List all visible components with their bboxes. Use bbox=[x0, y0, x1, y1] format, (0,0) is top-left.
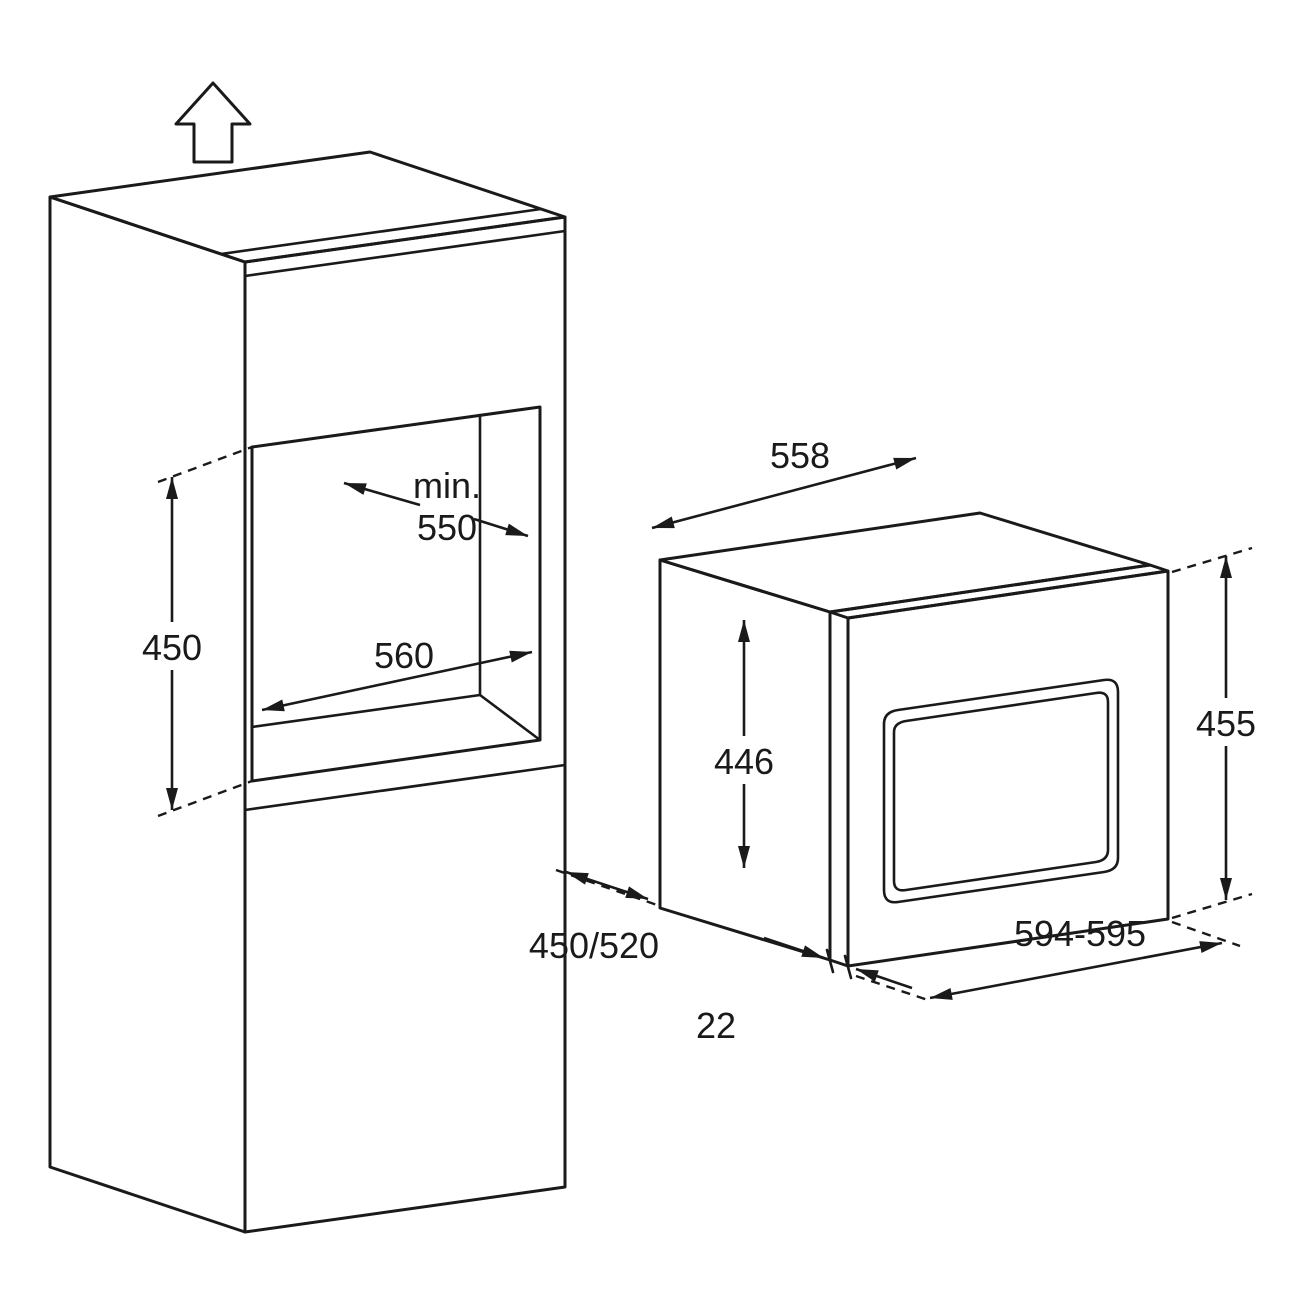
dim-niche-width-label: 560 bbox=[374, 635, 434, 676]
ext-line-oven-width-right bbox=[1171, 920, 1241, 948]
oven-dimensions: 558 446 455 594-595 22 bbox=[651, 435, 1266, 1046]
ext-line-oven-top bbox=[1171, 546, 1253, 574]
oven-door-bottom-edge bbox=[828, 958, 850, 968]
ext-line-niche-bottom bbox=[157, 779, 253, 818]
cabinet-dimensions: 450 min. 550 560 450/520 bbox=[134, 445, 661, 966]
counter-edge-line bbox=[219, 207, 543, 256]
cabinet-top-face bbox=[48, 150, 567, 264]
dim-niche-depth-label: 550 bbox=[417, 507, 477, 548]
ext-line-oven-width-left bbox=[855, 974, 929, 1002]
dim-niche-height-label: 450 bbox=[142, 627, 202, 668]
cabinet-drawing bbox=[48, 150, 567, 1234]
ext-line-niche-top bbox=[157, 445, 253, 484]
dim-line-oven-width bbox=[929, 941, 1223, 1000]
dim-oven-depth-label: 558 bbox=[770, 435, 830, 476]
dim-arrow-niche-depth-front bbox=[473, 517, 529, 538]
oven-door-window bbox=[882, 678, 1120, 904]
dim-oven-height-label: 455 bbox=[1196, 703, 1256, 744]
oven-door-top-edge bbox=[828, 563, 1170, 620]
niche-floor-back-edge bbox=[250, 693, 482, 729]
dim-line-oven-depth bbox=[651, 456, 917, 530]
cabinet-front-face bbox=[243, 215, 567, 1234]
oven-top-face bbox=[658, 511, 1152, 614]
floor-depth-guide-line bbox=[555, 868, 661, 908]
niche-floor-corner-edge bbox=[478, 693, 542, 742]
tick-overhang-back bbox=[825, 948, 835, 974]
lower-door-seam bbox=[243, 763, 567, 812]
cabinet-side-face bbox=[48, 195, 247, 1234]
counter-front-band bbox=[243, 229, 567, 278]
dim-arrow-overhang-left bbox=[763, 936, 825, 960]
oven-door-front bbox=[846, 569, 1170, 968]
dim-oven-width-label: 594-595 bbox=[1014, 913, 1146, 954]
dim-line-niche-width bbox=[261, 650, 533, 712]
tick-overhang-front bbox=[843, 954, 853, 980]
dim-arrow-overhang-right bbox=[855, 967, 913, 990]
niche-opening bbox=[250, 405, 542, 783]
dim-niche-depth-min-label: min. bbox=[413, 465, 481, 506]
up-arrow-icon bbox=[174, 81, 252, 164]
oven-door-window-inner bbox=[892, 691, 1110, 892]
dim-line-cabinet-depth bbox=[565, 870, 649, 901]
dim-cabinet-depth-label: 450/520 bbox=[529, 925, 659, 966]
dim-overhang-label: 22 bbox=[696, 1005, 736, 1046]
dim-oven-inner-height-label: 446 bbox=[714, 741, 774, 782]
oven-drawing bbox=[658, 511, 1170, 968]
ext-line-oven-bottom bbox=[1171, 892, 1253, 920]
dim-arrow-niche-depth-back bbox=[343, 481, 421, 507]
